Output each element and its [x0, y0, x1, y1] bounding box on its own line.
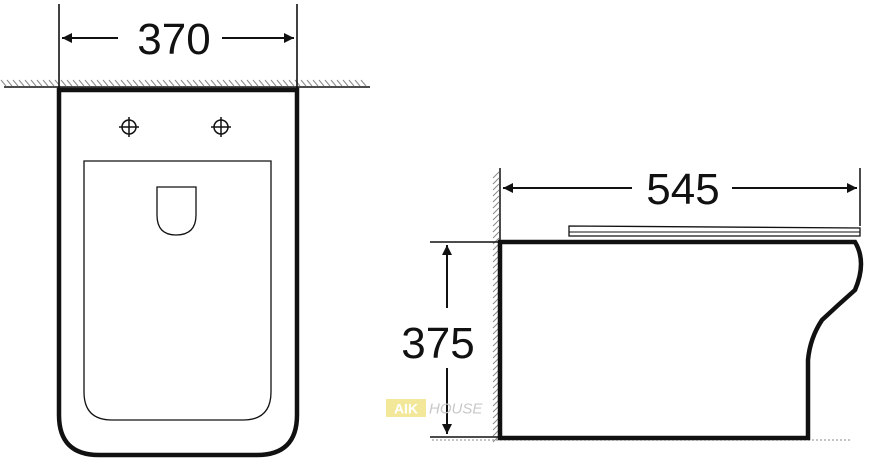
mounting-hole-right	[211, 117, 231, 137]
wall-hatch-stroke	[78, 79, 85, 87]
wall-hatch-stroke	[348, 79, 355, 87]
wall-hatch-stroke	[492, 207, 500, 215]
wall-hatch-stroke	[210, 79, 217, 87]
seat-profile	[568, 225, 861, 237]
wall-hatch-stroke	[36, 79, 43, 87]
wall-hatch-stroke	[192, 79, 199, 87]
wall-hatch-stroke	[492, 195, 500, 203]
wall-hatch-stroke	[198, 79, 205, 87]
wall-hatch-stroke	[492, 171, 500, 179]
wall-hatch-stroke	[282, 79, 289, 87]
wall-hatch-stroke	[18, 79, 25, 87]
wall-hatch-stroke	[84, 79, 91, 87]
wall-hatch-stroke	[0, 79, 7, 87]
wall-hatch-stroke	[336, 79, 343, 87]
wall-hatch-stroke	[6, 79, 13, 87]
toilet-outline-top	[56, 87, 300, 458]
side-view: 545 375	[401, 165, 864, 443]
wall-hatch-stroke	[492, 213, 500, 221]
wall-hatch-stroke	[492, 189, 500, 197]
wall-hatch-stroke	[30, 79, 37, 87]
wall-hatch-stroke	[90, 79, 97, 87]
wall-hatch-stroke	[312, 79, 319, 87]
wall-hatch-stroke	[492, 177, 500, 185]
wall-hatch-stroke	[264, 79, 271, 87]
width-dimension-label: 370	[137, 15, 210, 64]
wall-hatch-stroke	[96, 79, 103, 87]
wall-hatch-stroke	[330, 79, 337, 87]
wall-hatch-stroke	[60, 79, 67, 87]
wall-hatch-stroke	[492, 225, 500, 233]
wall-hatch-stroke	[228, 79, 235, 87]
wall-hatch-stroke	[360, 79, 367, 87]
wall-hatch-stroke	[324, 79, 331, 87]
wall-hatch-stroke	[492, 201, 500, 209]
watermark-box	[386, 399, 426, 417]
wall-hatch-stroke	[156, 79, 163, 87]
top-view: 370	[0, 4, 370, 458]
seat-outline-top	[83, 160, 272, 421]
wall-hatch-stroke	[180, 79, 187, 87]
wall-hatch-stroke	[246, 79, 253, 87]
wall-hatch-stroke	[66, 79, 73, 87]
wall-hatch-stroke	[288, 79, 295, 87]
wall-hatch-stroke	[492, 183, 500, 191]
wall-hatch-stroke	[492, 237, 500, 245]
wall-hatch-stroke	[216, 79, 223, 87]
wall-hatch-stroke	[306, 79, 313, 87]
watermark-brand-a: AIK	[394, 401, 418, 417]
wall-hatch-stroke	[234, 79, 241, 87]
toilet-outline-side	[497, 239, 864, 441]
wall-hatch-stroke	[492, 219, 500, 227]
wall-hatch-stroke	[72, 79, 79, 87]
height-dimension-label: 375	[401, 319, 474, 368]
wall-hatch-stroke	[126, 79, 133, 87]
wall-hatch-stroke	[144, 79, 151, 87]
watermark-logo: AIK HOUSE	[386, 399, 483, 418]
wall-hatch-stroke	[270, 79, 277, 87]
watermark-brand-b: HOUSE	[429, 401, 483, 418]
wall-hatch-stroke	[24, 79, 31, 87]
wall-hatch-stroke	[174, 79, 181, 87]
wall-hatch-stroke	[102, 79, 109, 87]
depth-dimension-label: 545	[646, 165, 719, 214]
bowl-opening	[156, 186, 197, 236]
wall-hatch-stroke	[300, 79, 307, 87]
wall-hatch-stroke	[240, 79, 247, 87]
wall-hatch-stroke	[150, 79, 157, 87]
wall-hatch-stroke	[120, 79, 127, 87]
wall-hatch-stroke	[138, 79, 145, 87]
wall-hatch-stroke	[12, 79, 19, 87]
mounting-hole-left	[119, 117, 139, 137]
wall-hatch-stroke	[252, 79, 259, 87]
wall-hatch-stroke	[492, 231, 500, 239]
wall-hatch-stroke	[42, 79, 49, 87]
wall-hatch-stroke	[186, 79, 193, 87]
wall-hatch-stroke	[222, 79, 229, 87]
top-wall	[0, 79, 370, 88]
wall-hatch-stroke	[48, 79, 55, 87]
wall-hatch-stroke	[354, 79, 361, 87]
wall-hatch-stroke	[342, 79, 349, 87]
wall-hatch-stroke	[168, 79, 175, 87]
wall-hatch-stroke	[132, 79, 139, 87]
wall-hatch-stroke	[318, 79, 325, 87]
wall-hatch-stroke	[108, 79, 115, 87]
wall-hatch-stroke	[258, 79, 265, 87]
wall-hatch-stroke	[162, 79, 169, 87]
wall-hatch-stroke	[204, 79, 211, 87]
wall-hatch-stroke	[114, 79, 121, 87]
wall-hatch-stroke	[276, 79, 283, 87]
